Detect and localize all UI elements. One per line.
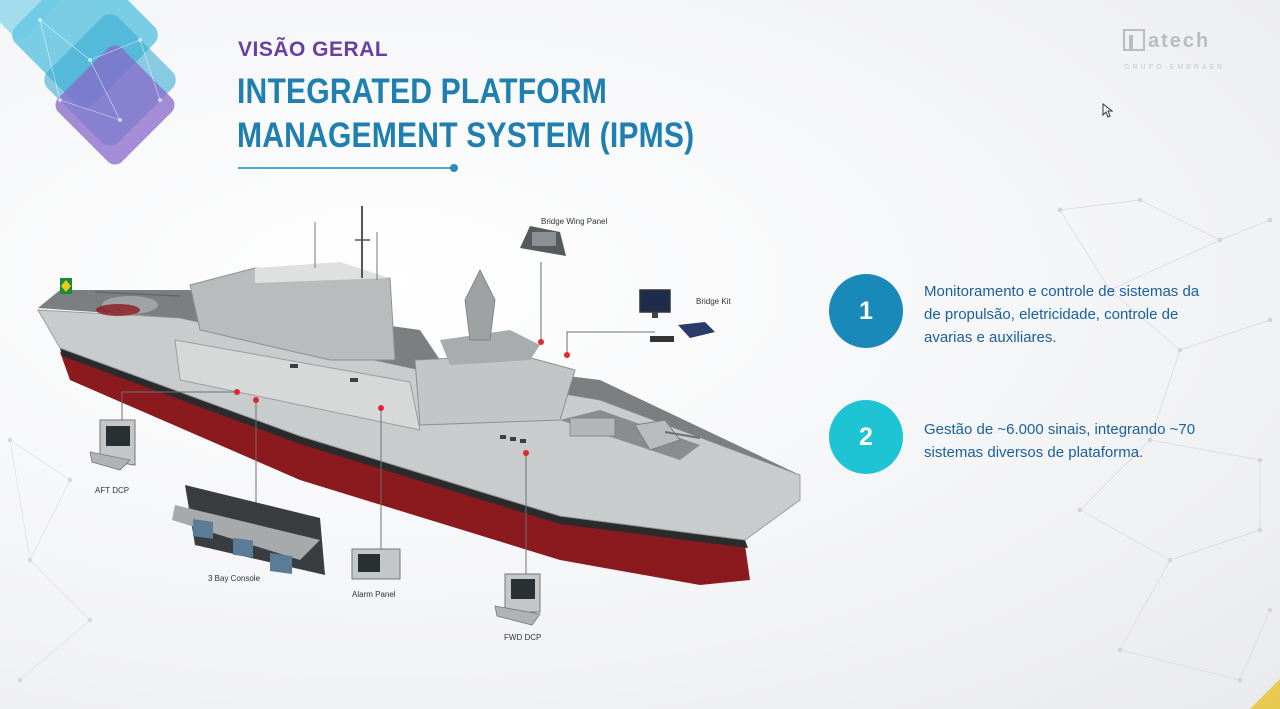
label-bridge-kit: Bridge Kit	[696, 297, 731, 306]
page-title: INTEGRATED PLATFORM MANAGEMENT SYSTEM (I…	[237, 72, 695, 155]
point-number-circle: 2	[829, 400, 903, 474]
bridge-wing-panel-device	[520, 226, 566, 256]
section-subtitle: VISÃO GERAL	[238, 38, 389, 61]
point-text: Monitoramento e controle de sistemas da …	[924, 283, 1200, 346]
mouse-cursor-icon	[1102, 103, 1114, 118]
label-bay-console: 3 Bay Console	[208, 574, 261, 583]
label-fwd-dcp: FWD DCP	[504, 633, 542, 642]
title-underline-dot	[450, 164, 458, 172]
ship-hull-red	[60, 352, 750, 585]
alarm-panel-device	[351, 548, 401, 580]
company-logo	[1123, 29, 1145, 51]
label-alarm-panel: Alarm Panel	[352, 590, 396, 599]
bridge-kit-device	[639, 289, 715, 342]
bay-console-device	[172, 485, 325, 575]
fwd-dcp-device	[494, 573, 541, 626]
decorative-network-left	[7, 437, 93, 683]
corner-accent	[1250, 679, 1280, 709]
logo-tagline: GRUPO EMBRAER	[1124, 64, 1226, 71]
point-text: Gestão de ~6.000 sinais, integrando ~70 …	[924, 421, 1196, 461]
decorative-network-right	[1057, 197, 1273, 683]
label-aft-dcp: AFT DCP	[95, 486, 130, 495]
logo-wordmark: atech	[1148, 30, 1211, 52]
ship-illustration	[37, 206, 801, 626]
decorative-squares	[0, 0, 176, 165]
aft-dcp-device	[89, 419, 136, 471]
title-underline	[238, 167, 454, 169]
label-bridge-wing-panel: Bridge Wing Panel	[541, 217, 608, 226]
point-number-circle: 1	[829, 274, 903, 348]
